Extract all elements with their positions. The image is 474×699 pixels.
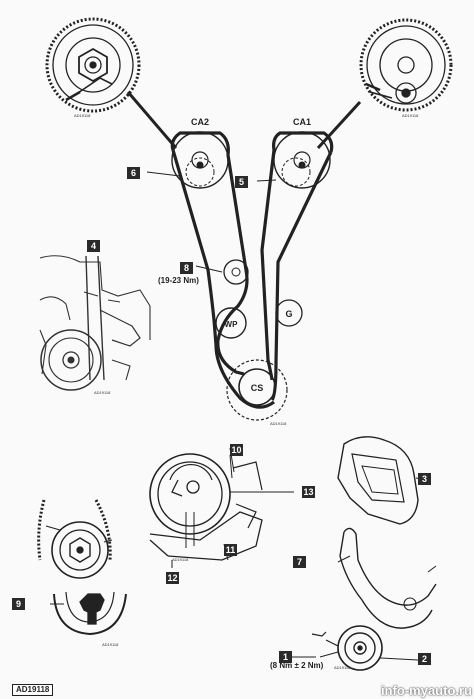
drawing-id-pulley: AD19118: [334, 665, 351, 670]
rotation-arrow-detail: [50, 591, 127, 636]
callout-5: 5: [235, 176, 248, 188]
lower-cover: [337, 527, 437, 629]
callout-4: 4: [87, 240, 100, 252]
callout-13: 13: [302, 486, 315, 498]
callout-2: 2: [418, 653, 431, 665]
drawing-id-engine: AD19118: [94, 390, 111, 395]
engine-side-view: [39, 255, 151, 391]
label-g: G: [285, 309, 292, 319]
main-belt-layout: [146, 131, 334, 421]
callout-8: 8: [180, 262, 193, 274]
timing-cover: [337, 436, 429, 525]
torque-8: (19-23 Nm): [158, 276, 199, 285]
callout-9: 9: [12, 598, 25, 610]
belt-routing-lines: [126, 91, 362, 150]
torque-1: (8 Nm ± 2 Nm): [270, 661, 324, 670]
label-cs: CS: [251, 383, 264, 393]
callout-11: 11: [224, 544, 237, 556]
drawing-id-main: AD19118: [270, 421, 287, 426]
callout-7: 7: [293, 556, 306, 568]
drawing-id-tensioner: AD19118: [172, 557, 189, 562]
drawing-id-right-sprocket: AD19118: [402, 113, 419, 118]
label-ca1: CA1: [293, 117, 311, 127]
right-cam-sprocket: [359, 18, 453, 112]
watermark: info-myauto.ru: [381, 683, 472, 698]
crankshaft-detail: [37, 499, 113, 579]
callout-12: 12: [166, 572, 179, 584]
callout-1: 1: [279, 651, 292, 663]
footer-drawing-id: AD19118: [12, 684, 54, 696]
label-ca2: CA2: [191, 117, 209, 127]
drawing-id-arrow: AD19118: [102, 642, 119, 647]
left-cam-sprocket: [45, 17, 141, 113]
drawing-id-left-sprocket: AD19118: [74, 113, 91, 118]
crank-pulley: [287, 625, 419, 671]
callout-10: 10: [230, 444, 243, 456]
callout-6: 6: [127, 167, 140, 179]
label-wp: WP: [225, 320, 239, 329]
tensioner-detail: [149, 447, 294, 568]
callout-3: 3: [418, 473, 431, 485]
